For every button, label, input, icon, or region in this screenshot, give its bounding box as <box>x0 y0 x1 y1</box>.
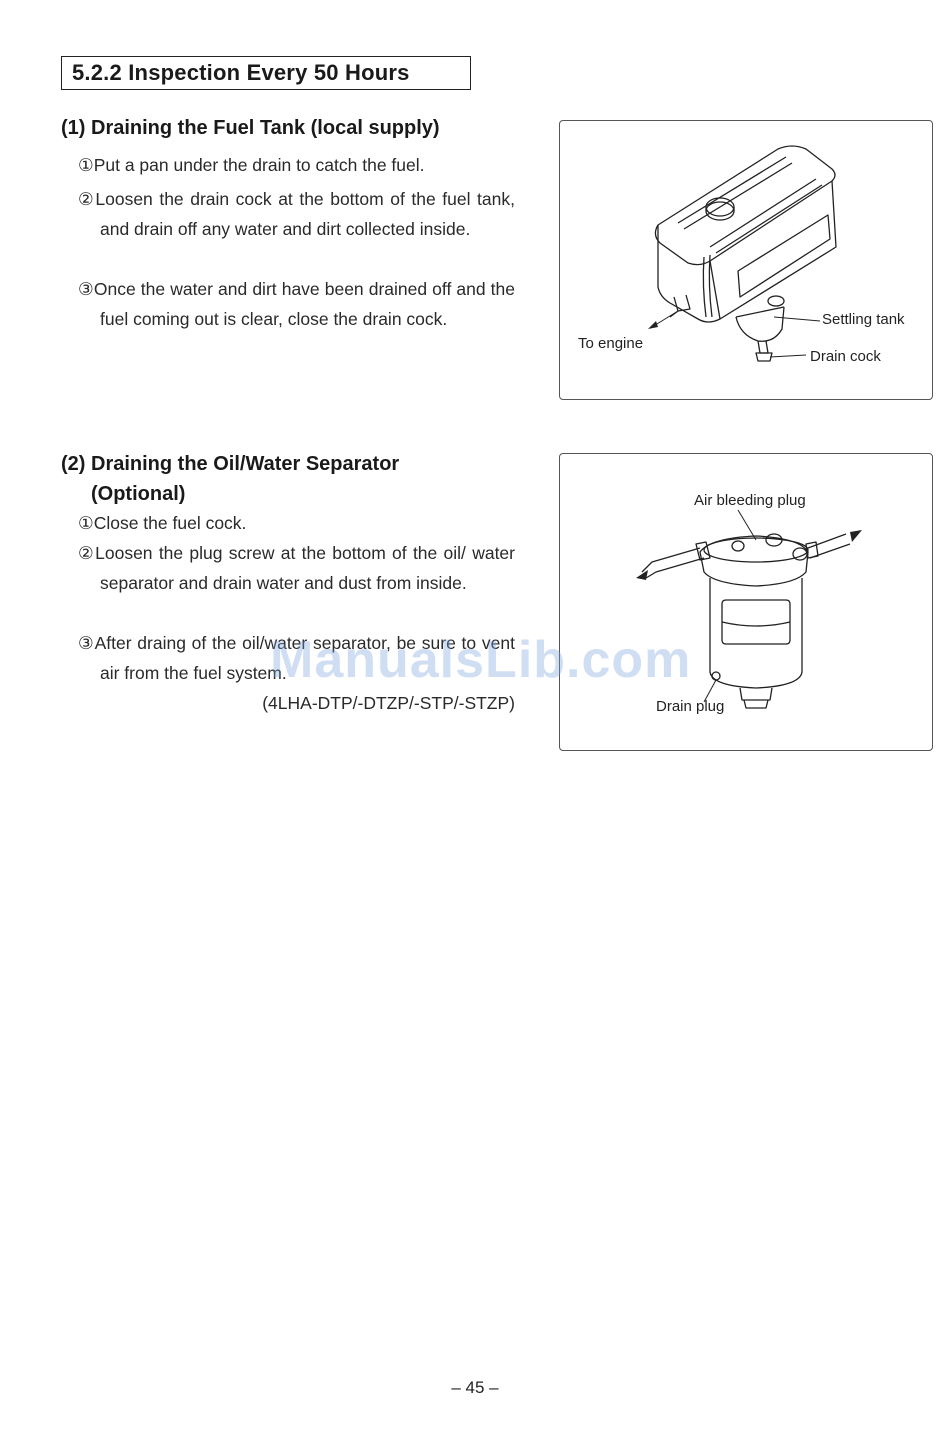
step-number: ③ <box>78 633 95 653</box>
step-number: ① <box>78 155 94 175</box>
model-list: (4LHA-DTP/-DTZP/-STP/-STZP) <box>262 693 515 713</box>
label-air-bleeding-plug: Air bleeding plug <box>694 492 806 509</box>
label-settling-tank: Settling tank <box>822 311 905 328</box>
step-text: Loosen the drain cock at the bottom of t… <box>95 189 515 239</box>
separator-illustration <box>636 509 862 709</box>
oil-water-separator-figure: Air bleeding plug Drain plug <box>559 453 933 751</box>
step-text: Loosen the plug screw at the bottom of t… <box>95 543 515 593</box>
step-text: After draing of the oil/water separator,… <box>94 633 515 683</box>
step-number: ① <box>78 513 94 533</box>
heading-line-2: (Optional) <box>91 483 186 505</box>
step-text: Once the water and dirt have been draine… <box>93 279 515 329</box>
step-number: ② <box>78 543 96 563</box>
heading-line-1: (2) Draining the Oil/Water Separator <box>61 453 400 475</box>
step-2-1: ①Close the fuel cock. <box>78 509 515 539</box>
step-1-1: ①Put a pan under the drain to catch the … <box>78 151 515 181</box>
step-1-2: ②Loosen the drain cock at the bottom of … <box>78 185 515 244</box>
heading-draining-oil-water-separator: (2) Draining the Oil/Water Separator (Op… <box>61 449 399 509</box>
step-1-3: ③Once the water and dirt have been drain… <box>78 275 515 334</box>
fuel-tank-illustration <box>648 145 837 362</box>
step-2-3: ③After draing of the oil/water separator… <box>78 629 515 688</box>
step-number: ② <box>78 189 96 209</box>
step-number: ③ <box>78 279 94 299</box>
label-to-engine: To engine <box>578 335 644 352</box>
step-text: Put a pan under the drain to catch the f… <box>93 155 425 175</box>
fuel-tank-figure: Settling tank To engine Drain cock <box>559 120 933 400</box>
page-number: – 45 – <box>451 1378 499 1397</box>
step-text: Close the fuel cock. <box>93 513 247 533</box>
label-drain-cock: Drain cock <box>810 348 881 365</box>
step-2-2: ②Loosen the plug screw at the bottom of … <box>78 539 515 598</box>
label-drain-plug: Drain plug <box>656 698 725 715</box>
heading-draining-fuel-tank: (1) Draining the Fuel Tank (local supply… <box>61 117 440 139</box>
watermark: ManualsLib.com <box>270 631 692 689</box>
section-title: 5.2.2 Inspection Every 50 Hours <box>61 56 471 90</box>
